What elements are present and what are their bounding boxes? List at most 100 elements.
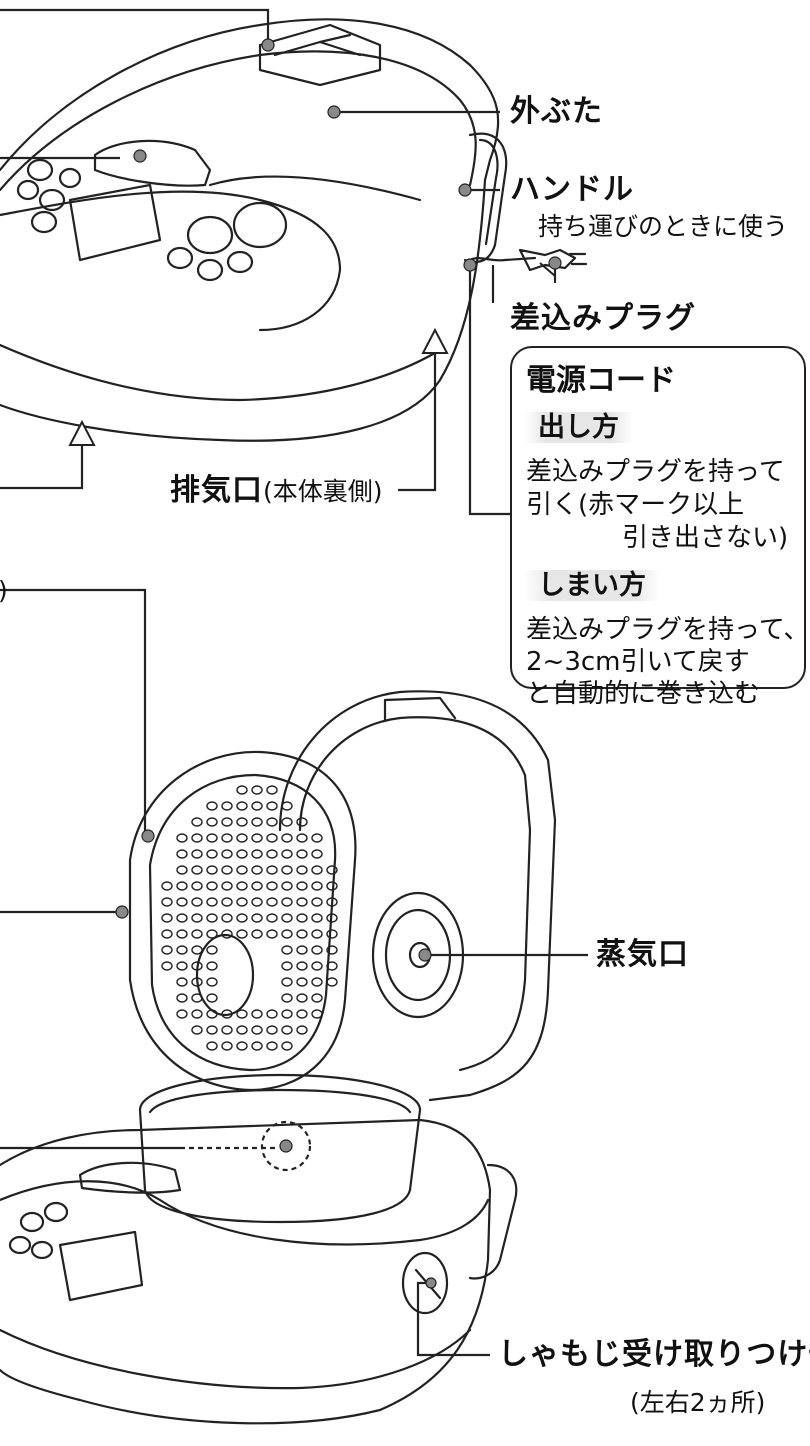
callout-lines (0, 8, 588, 1357)
closed-cooker-illustration (0, 18, 588, 442)
rice-scoop-holder-note: (左右2ヵ所) (630, 1388, 766, 1417)
lid-hole (326, 913, 338, 923)
lid-hole (326, 977, 338, 987)
pull-out-line2: 引く(赤マーク以上 (526, 490, 745, 520)
pull-out-line1: 差込みプラグを持って (526, 457, 785, 487)
lid-hole (296, 913, 308, 923)
lid-hole (191, 913, 203, 923)
rice-scoop-holder-label: しゃもじ受け取りつけ部 (498, 1337, 810, 1372)
lid-hole (251, 785, 263, 795)
lid-hole (236, 833, 248, 843)
open-cooker-illustration (0, 690, 557, 1425)
lid-hole (281, 977, 293, 987)
lid-hole (191, 1025, 203, 1035)
lid-hole (236, 801, 248, 811)
lid-hole (281, 849, 293, 859)
lid-hole (236, 1009, 248, 1019)
retract-heading: しまい方 (524, 570, 660, 601)
lid-hole (221, 1041, 233, 1051)
lid-hole (251, 849, 263, 859)
lid-hole (266, 785, 278, 795)
lid-hole (176, 913, 188, 923)
lid-hole (221, 929, 233, 939)
lid-hole (176, 961, 188, 971)
lid-hole (206, 801, 218, 811)
lid-hole (281, 897, 293, 907)
lid-hole (236, 817, 248, 827)
lid-hole (251, 865, 263, 875)
lid-hole (326, 865, 338, 875)
lid-hole (176, 993, 188, 1003)
lid-hole (281, 929, 293, 939)
lid-hole (176, 945, 188, 955)
lid-hole (176, 977, 188, 987)
lid-hole (311, 881, 323, 891)
lid-hole (266, 1025, 278, 1035)
lid-hole (251, 897, 263, 907)
lid-hole (176, 929, 188, 939)
partial-paren: ) (0, 578, 8, 603)
lid-hole (161, 913, 173, 923)
lid-hole (191, 881, 203, 891)
lid-hole (311, 961, 323, 971)
lid-hole (191, 833, 203, 843)
lid-hole (236, 1041, 248, 1051)
lid-hole (161, 945, 173, 955)
lid-hole (281, 945, 293, 955)
lid-hole (296, 977, 308, 987)
lid-hole (206, 849, 218, 859)
lid-hole (311, 945, 323, 955)
lid-hole (206, 977, 218, 987)
lid-hole (296, 849, 308, 859)
lid-hole (296, 993, 308, 1003)
lid-hole (296, 1025, 308, 1035)
lid-hole (296, 833, 308, 843)
lid-hole (281, 1025, 293, 1035)
lid-hole (206, 865, 218, 875)
lid-hole (281, 801, 293, 811)
lid-hole (281, 1009, 293, 1019)
lid-hole (236, 929, 248, 939)
lid-hole (176, 865, 188, 875)
lid-hole (221, 1025, 233, 1035)
lid-hole (176, 1009, 188, 1019)
lid-hole (326, 881, 338, 891)
lid-hole (311, 993, 323, 1003)
lid-hole (326, 961, 338, 971)
lid-hole (311, 849, 323, 859)
lid-hole (221, 881, 233, 891)
lid-hole (176, 897, 188, 907)
lid-hole (266, 817, 278, 827)
lid-hole (206, 881, 218, 891)
lid-hole (206, 945, 218, 955)
callout-dots (115, 38, 562, 1289)
lid-hole (296, 961, 308, 971)
lid-hole (311, 977, 323, 987)
lid-hole (281, 993, 293, 1003)
lid-hole (236, 881, 248, 891)
pull-out-line3: 引き出さない) (622, 523, 789, 553)
lid-hole (296, 881, 308, 891)
lid-hole (191, 865, 203, 875)
lid-hole (206, 897, 218, 907)
lid-hole (266, 801, 278, 811)
lid-hole (236, 897, 248, 907)
lid-hole (176, 833, 188, 843)
lid-hole (266, 929, 278, 939)
retract-line2: 2~3cm引いて戻す (526, 647, 750, 677)
lid-hole (326, 929, 338, 939)
lid-hole (161, 929, 173, 939)
plug-label: 差込みプラグ (510, 301, 696, 336)
lid-hole (266, 881, 278, 891)
lid-hole (266, 865, 278, 875)
lid-hole (311, 833, 323, 843)
lid-hole (326, 897, 338, 907)
lid-hole (206, 913, 218, 923)
lid-hole (281, 881, 293, 891)
lid-hole (236, 1025, 248, 1035)
lid-hole (296, 817, 308, 827)
steam-vent-label: 蒸気口 (596, 937, 689, 972)
lid-hole (311, 897, 323, 907)
exhaust-note: (本体裏側) (263, 477, 383, 506)
lid-hole (251, 881, 263, 891)
